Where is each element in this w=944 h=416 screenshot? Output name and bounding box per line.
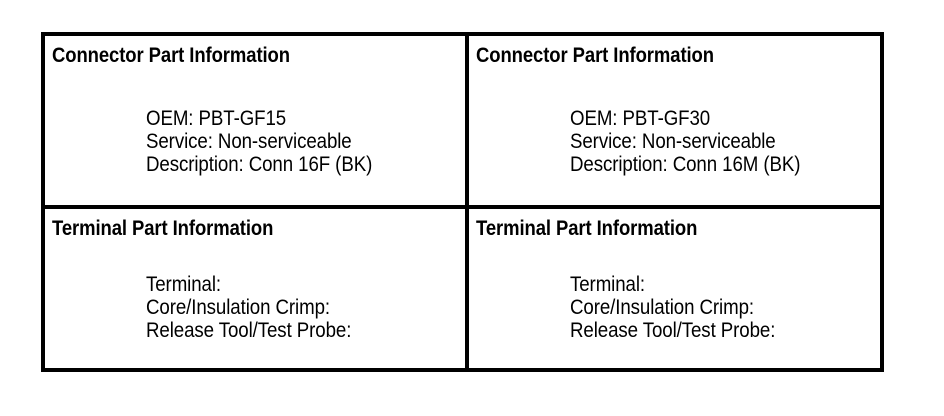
connector-right-service: Service: Non-serviceable	[570, 130, 776, 153]
terminal-left-heading: Terminal Part Information	[52, 217, 274, 240]
connector-right-heading: Connector Part Information	[476, 44, 714, 67]
terminal-right-crimp: Core/Insulation Crimp:	[570, 296, 754, 319]
terminal-right-heading: Terminal Part Information	[476, 217, 698, 240]
terminal-right-body: Terminal: Core/Insulation Crimp: Release…	[570, 273, 775, 342]
cell-connector-right: Connector Part Information OEM: PBT-GF30…	[465, 36, 880, 205]
connector-right-description: Description: Conn 16M (BK)	[570, 153, 801, 176]
connector-left-service: Service: Non-serviceable	[146, 130, 352, 153]
cell-terminal-left: Terminal Part Information Terminal: Core…	[45, 205, 465, 368]
terminal-left-release-tool: Release Tool/Test Probe:	[146, 319, 352, 342]
terminal-left-body: Terminal: Core/Insulation Crimp: Release…	[146, 273, 351, 342]
connector-left-description: Description: Conn 16F (BK)	[146, 153, 373, 176]
connector-right-oem: OEM: PBT-GF30	[570, 107, 711, 130]
connector-left-body: OEM: PBT-GF15 Service: Non-serviceable D…	[146, 107, 372, 176]
terminal-right-release-tool: Release Tool/Test Probe:	[570, 319, 776, 342]
terminal-left-terminal: Terminal:	[146, 273, 222, 296]
connector-left-heading: Connector Part Information	[52, 44, 290, 67]
part-information-table: Connector Part Information OEM: PBT-GF15…	[41, 32, 884, 372]
cell-connector-left: Connector Part Information OEM: PBT-GF15…	[45, 36, 465, 205]
terminal-right-terminal: Terminal:	[570, 273, 646, 296]
connector-left-oem: OEM: PBT-GF15	[146, 107, 287, 130]
connector-right-body: OEM: PBT-GF30 Service: Non-serviceable D…	[570, 107, 800, 176]
cell-terminal-right: Terminal Part Information Terminal: Core…	[465, 205, 880, 368]
terminal-left-crimp: Core/Insulation Crimp:	[146, 296, 330, 319]
